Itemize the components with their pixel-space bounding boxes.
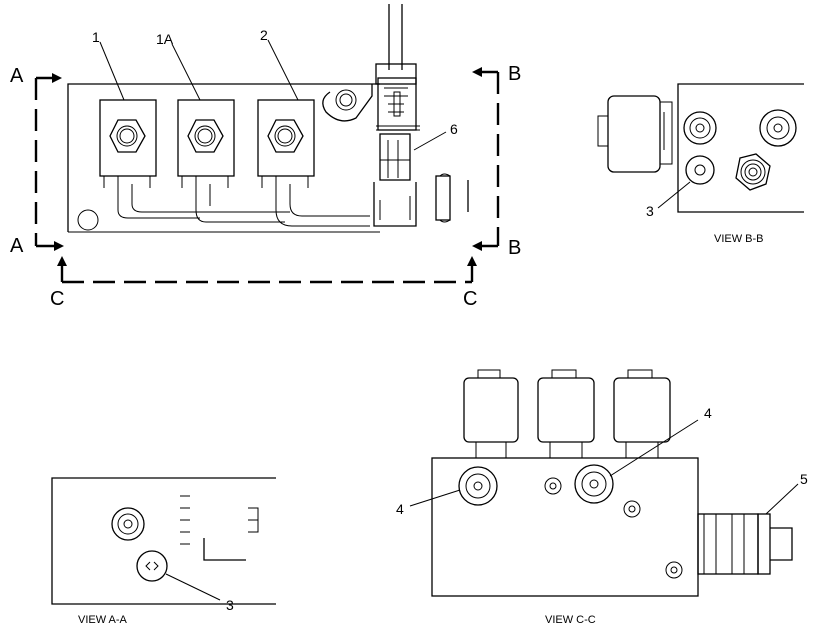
- section-marker-c-right: C: [463, 288, 477, 310]
- section-marker-a-bottom: A: [10, 235, 24, 257]
- view-cc: [409, 369, 799, 597]
- section-marker-b-bottom: B: [508, 237, 521, 259]
- solenoid-1a: [177, 99, 285, 223]
- view-aa-body: [51, 477, 276, 605]
- view-aa-caption: VIEW A-A: [78, 614, 128, 626]
- plug: [435, 173, 469, 223]
- view-cc-body: [431, 457, 699, 597]
- harness-connector: [373, 4, 420, 227]
- callout-6: 6: [450, 121, 458, 137]
- view-cc-solenoids: [463, 369, 671, 458]
- main-view: [34, 4, 500, 284]
- callout-4-right: 4: [704, 405, 712, 421]
- callout-5: 5: [800, 471, 808, 487]
- callout-1a: 1A: [156, 31, 174, 47]
- valve-body-outline: [67, 83, 380, 232]
- callout-3-view-aa: 3: [226, 597, 234, 613]
- view-bb: [597, 83, 804, 213]
- callout-1: 1: [92, 29, 100, 45]
- fitting: [697, 513, 793, 575]
- callout-2: 2: [260, 27, 268, 43]
- section-marker-b-top: B: [508, 63, 521, 85]
- section-marker-a-top: A: [10, 65, 24, 87]
- solenoid-2: [257, 99, 370, 227]
- view-bb-body: [677, 83, 804, 213]
- view-aa: [51, 477, 276, 605]
- solenoid-1: [99, 99, 290, 219]
- section-marker-c-left: C: [50, 288, 64, 310]
- callout-4-left: 4: [396, 501, 404, 517]
- port-circle: [77, 209, 99, 231]
- view-bb-caption: VIEW B-B: [714, 233, 764, 245]
- view-cc-caption: VIEW C-C: [545, 614, 596, 626]
- mounting-bracket: [322, 84, 373, 122]
- callout-3-view-bb: 3: [646, 203, 654, 219]
